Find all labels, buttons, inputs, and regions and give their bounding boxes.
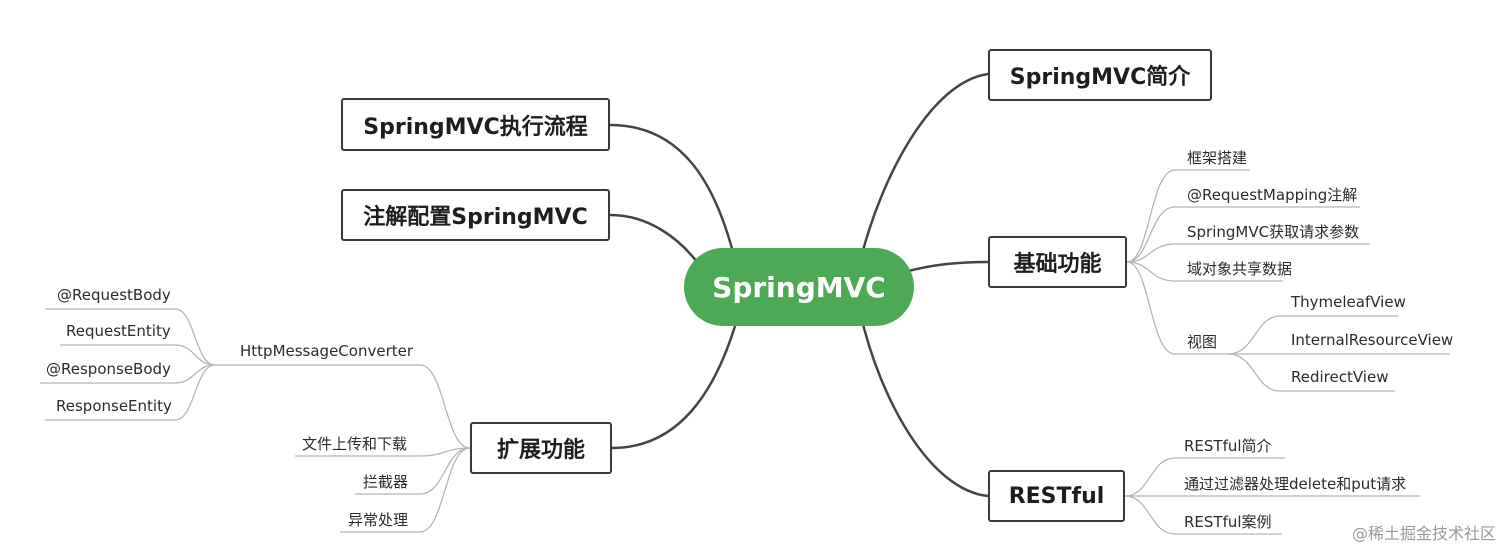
root-node[interactable]: SpringMVC xyxy=(684,248,914,326)
leaf-view[interactable]: 视图 xyxy=(1187,333,1218,351)
leaf-response-entity[interactable]: ResponseEntity xyxy=(56,397,172,415)
leaf-requestmapping[interactable]: @RequestMapping注解 xyxy=(1187,186,1358,204)
leaf-file-upload-download[interactable]: 文件上传和下载 xyxy=(302,435,408,453)
leaf-filter-delete-put[interactable]: 通过过滤器处理delete和put请求 xyxy=(1184,475,1407,493)
node-springmvc-intro[interactable]: SpringMVC简介 xyxy=(988,49,1212,101)
leaf-internal-resource-view[interactable]: InternalResourceView xyxy=(1291,331,1454,349)
leaf-response-body[interactable]: @ResponseBody xyxy=(46,360,171,378)
node-basic-features[interactable]: 基础功能 xyxy=(988,236,1127,288)
node-restful[interactable]: RESTful xyxy=(988,470,1125,522)
leaf-domain-share[interactable]: 域对象共享数据 xyxy=(1187,260,1293,278)
watermark-text: @稀土掘金技术社区 xyxy=(1351,524,1496,543)
link-restful xyxy=(858,311,989,498)
link-extend xyxy=(611,325,737,450)
leaf-exception-handling[interactable]: 异常处理 xyxy=(348,511,409,529)
leaf-request-entity[interactable]: RequestEntity xyxy=(66,322,171,340)
link-basic xyxy=(904,260,989,274)
leaf-restful-intro[interactable]: RESTful简介 xyxy=(1184,437,1272,455)
leaf-interceptor[interactable]: 拦截器 xyxy=(363,473,409,491)
leaf-restful-case[interactable]: RESTful案例 xyxy=(1184,513,1272,531)
link-annotation xyxy=(609,213,698,263)
link-flow xyxy=(609,123,737,261)
leaf-request-body[interactable]: @RequestBody xyxy=(57,286,171,304)
leaf-http-message-converter[interactable]: HttpMessageConverter xyxy=(240,342,414,360)
node-annotation-config[interactable]: 注解配置SpringMVC xyxy=(341,189,610,241)
node-extend-features[interactable]: 扩展功能 xyxy=(470,422,612,474)
leaf-framework-setup[interactable]: 框架搭建 xyxy=(1187,149,1248,167)
link-intro xyxy=(858,72,989,263)
leaf-thymeleaf-view[interactable]: ThymeleafView xyxy=(1291,293,1406,311)
leaf-redirect-view[interactable]: RedirectView xyxy=(1291,368,1389,386)
leaf-get-params[interactable]: SpringMVC获取请求参数 xyxy=(1187,223,1360,241)
node-execution-flow[interactable]: SpringMVC执行流程 xyxy=(341,98,610,151)
